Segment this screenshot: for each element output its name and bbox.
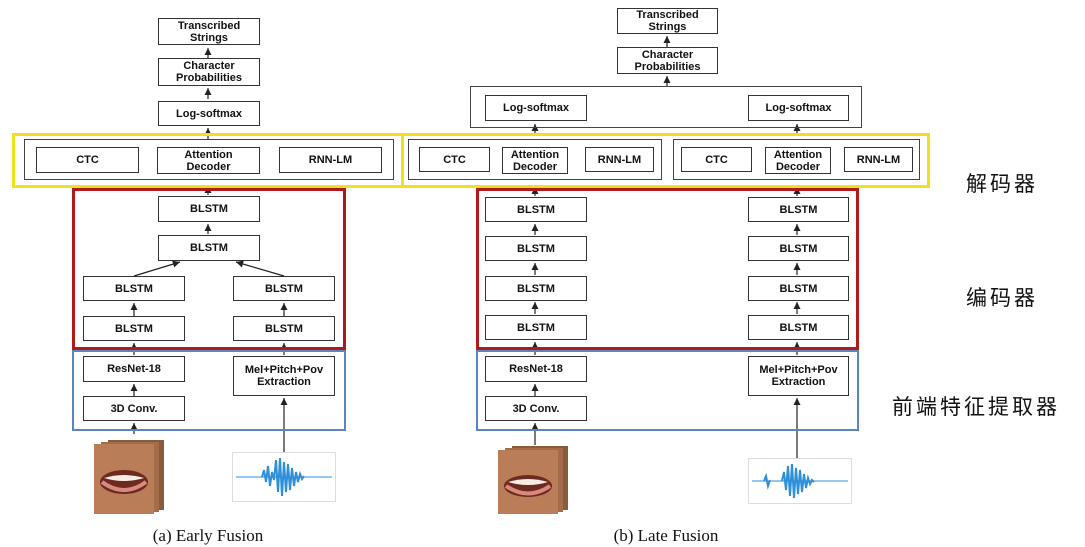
mel-pitch-pov-box: Mel+Pitch+Pov Extraction [748, 356, 849, 396]
log-softmax-box: Log-softmax [748, 95, 849, 121]
caption-late-fusion: (b) Late Fusion [613, 526, 719, 545]
blstm-box: BLSTM [233, 316, 335, 341]
log-softmax-box: Log-softmax [158, 101, 260, 126]
caption-early-fusion: (a) Early Fusion [152, 526, 264, 545]
character-probabilities-box: Character Probabilities [158, 58, 260, 86]
encoder-label: 编码器 [966, 286, 1038, 310]
rnn-lm-box: RNN-LM [585, 147, 654, 172]
log-softmax-box: Log-softmax [485, 95, 587, 121]
resnet-18-box: ResNet-18 [485, 356, 587, 382]
arrow [235, 260, 285, 277]
3d-conv-box: 3D Conv. [485, 396, 587, 421]
log-softmax-frame-late [470, 86, 862, 128]
attention-decoder-box: Attention Decoder [502, 147, 568, 174]
decoder-inner-late-left [408, 139, 662, 180]
decoder-label: 解码器 [966, 172, 1038, 196]
lip-frames-image [94, 440, 164, 514]
transcribed-strings-box: Transcribed Strings [158, 18, 260, 45]
rnn-lm-box: RNN-LM [279, 147, 382, 173]
blstm-box: BLSTM [485, 197, 587, 222]
blstm-box: BLSTM [158, 196, 260, 222]
lip-frames-image [498, 446, 568, 514]
mel-pitch-pov-box: Mel+Pitch+Pov Extraction [233, 356, 335, 396]
blstm-box: BLSTM [158, 235, 260, 261]
blstm-box: BLSTM [233, 276, 335, 301]
resnet-18-box: ResNet-18 [83, 356, 185, 382]
blstm-box: BLSTM [83, 316, 185, 341]
frontend-frame-early [72, 350, 346, 431]
decoder-frame-late [401, 133, 930, 188]
character-probabilities-box: Character Probabilities [617, 47, 718, 74]
blstm-box: BLSTM [485, 236, 587, 261]
frontend-label: 前端特征提取器 [892, 395, 1060, 419]
blstm-box: BLSTM [485, 276, 587, 301]
blstm-box: BLSTM [485, 315, 587, 340]
attention-decoder-box: Attention Decoder [157, 147, 260, 174]
decoder-inner-early [24, 139, 394, 180]
blstm-box: BLSTM [83, 276, 185, 301]
blstm-box: BLSTM [748, 276, 849, 301]
audio-waveform-image [748, 458, 852, 504]
rnn-lm-box: RNN-LM [844, 147, 913, 172]
3d-conv-box: 3D Conv. [83, 396, 185, 421]
ctc-box: CTC [36, 147, 139, 173]
ctc-box: CTC [419, 147, 490, 172]
arrow [133, 260, 181, 277]
blstm-box: BLSTM [748, 197, 849, 222]
attention-decoder-box: Attention Decoder [765, 147, 831, 174]
frontend-frame-late [476, 350, 859, 431]
decoder-inner-late-right [673, 139, 920, 180]
blstm-box: BLSTM [748, 315, 849, 340]
encoder-frame-late [476, 188, 859, 350]
transcribed-strings-box: Transcribed Strings [617, 8, 718, 34]
blstm-box: BLSTM [748, 236, 849, 261]
encoder-frame-early [72, 188, 346, 350]
audio-waveform-image [232, 452, 336, 502]
ctc-box: CTC [681, 147, 752, 172]
